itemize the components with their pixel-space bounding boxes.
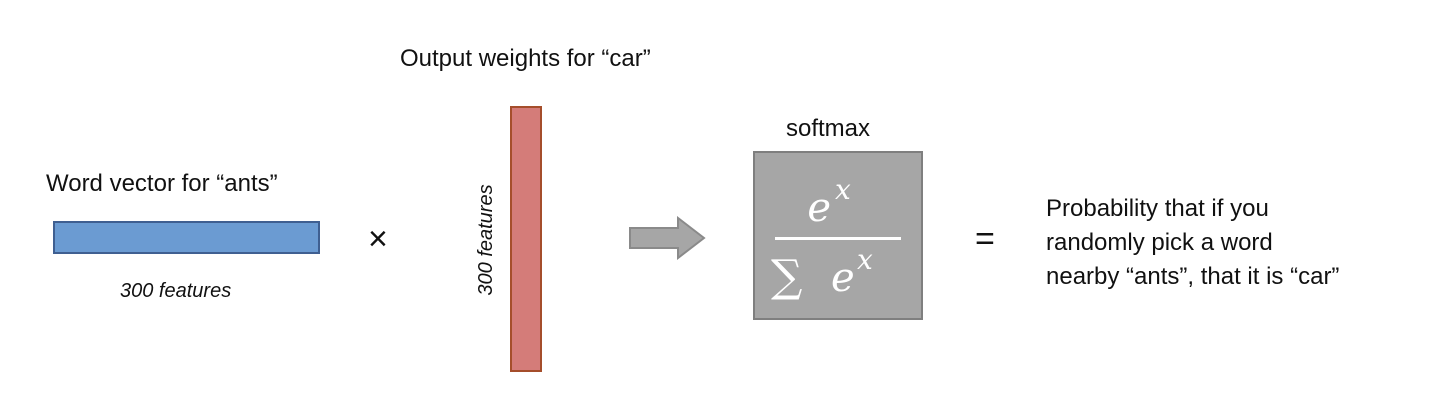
denominator-base: e [831, 255, 855, 301]
right-arrow-icon [629, 216, 706, 260]
softmax-label: softmax [786, 115, 871, 142]
probability-description: Probability that if you randomly pick a … [1046, 192, 1339, 294]
output-weights-label: Output weights for “car” [400, 45, 651, 72]
word-vector-label: Word vector for “ants” [46, 170, 278, 197]
denominator-exponent: x [857, 243, 873, 276]
numerator-base: e [807, 185, 831, 231]
numerator-exponent: x [835, 173, 851, 206]
softmax-box [753, 151, 923, 320]
probability-line-3: nearby “ants”, that it is “car” [1046, 263, 1340, 290]
probability-line-1: Probability that if you [1046, 195, 1269, 222]
fraction-bar [775, 237, 901, 240]
probability-line-2: randomly pick a word [1046, 229, 1273, 256]
softmax-formula: e x ∑ e x [771, 173, 901, 302]
sum-symbol: ∑ [771, 251, 802, 302]
output-weights-features-label: 300 features [475, 184, 497, 296]
word-vector-features-label: 300 features [120, 280, 232, 302]
equals-sign: = [975, 220, 995, 258]
word-vector-bar [53, 221, 320, 254]
multiply-sign: × [368, 220, 388, 258]
output-weights-bar [510, 106, 542, 372]
